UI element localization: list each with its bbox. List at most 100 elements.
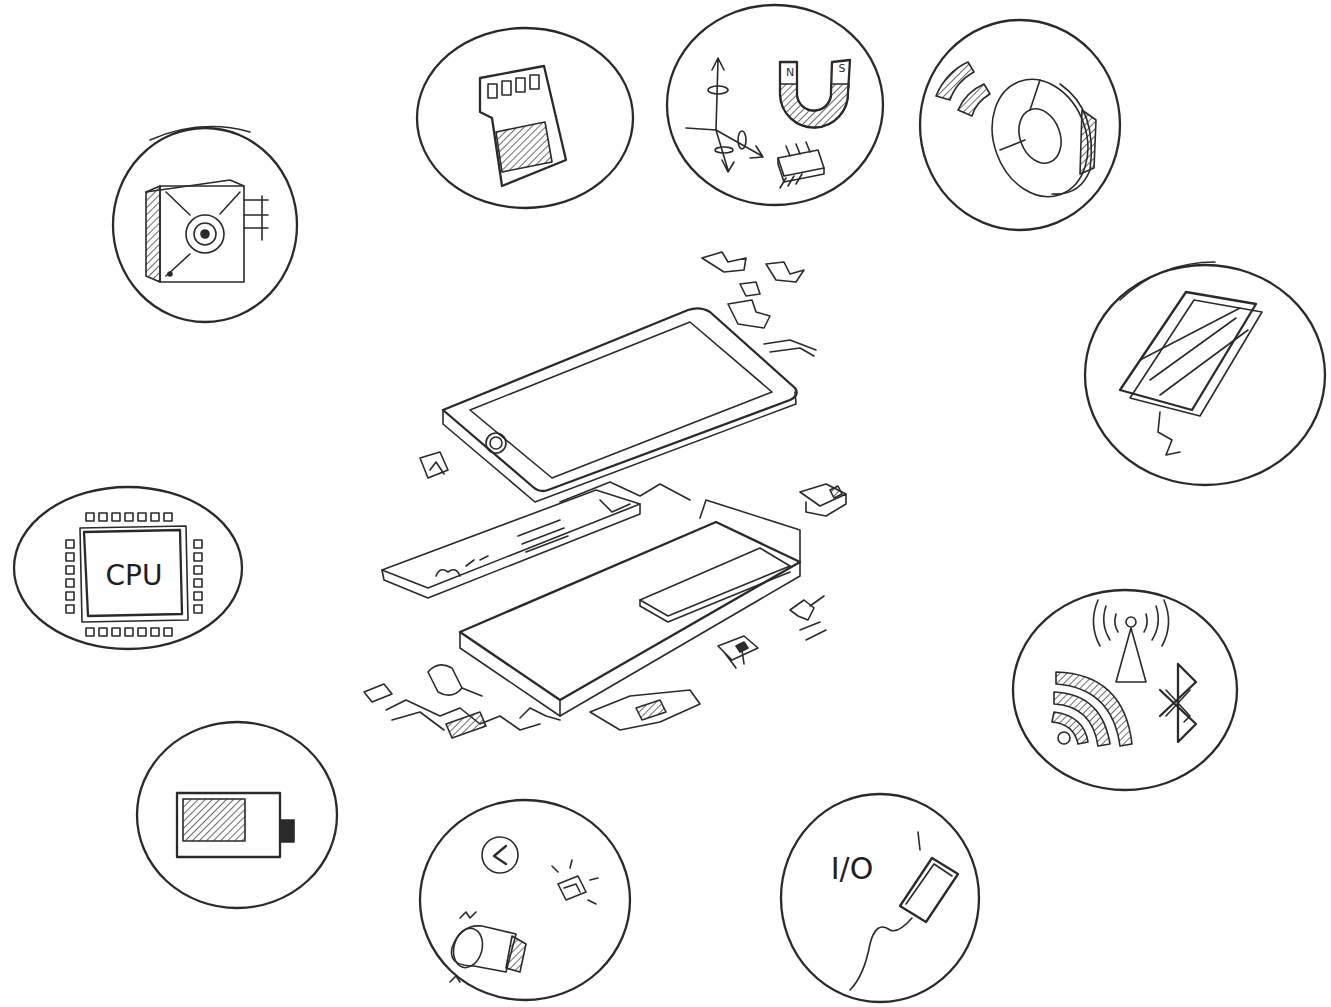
circle-outline <box>780 793 980 1003</box>
cpu-chip-icon <box>80 526 188 622</box>
memory-card-icon <box>502 81 511 95</box>
exploded-phone <box>590 690 700 730</box>
camera-icon <box>201 230 209 238</box>
cpu-chip-icon <box>66 605 74 613</box>
sensor-icon <box>778 150 824 176</box>
camera-icon <box>166 192 240 276</box>
cpu-chip-icon <box>194 579 202 587</box>
exploded-phone <box>518 520 568 552</box>
wireless-icon <box>1052 600 1196 746</box>
camera-icon <box>146 186 160 282</box>
battery-icon <box>177 793 280 857</box>
cpu-chip-icon <box>66 513 202 636</box>
camera-icon <box>186 215 224 253</box>
exploded-phone <box>764 340 816 356</box>
exploded-phone <box>490 437 502 449</box>
exploded-phone <box>736 642 748 652</box>
camera-icon <box>160 186 244 282</box>
speaker-icon <box>1012 103 1069 169</box>
wireless-icon <box>1160 664 1196 742</box>
icon-circles <box>113 128 297 322</box>
pole-mark: S <box>839 62 846 75</box>
cpu-chip-icon <box>138 628 146 636</box>
exploded-phone <box>382 490 640 588</box>
exploded-phone <box>800 484 846 516</box>
sensor-icon <box>716 130 734 172</box>
speaker-icon <box>958 84 990 116</box>
icon-circles <box>1013 590 1237 790</box>
exploded-phone <box>600 500 630 512</box>
speaker-icon <box>1000 80 1040 150</box>
exploded-phone <box>470 322 772 478</box>
exploded-phone <box>559 700 561 716</box>
sensor-icon <box>715 147 733 153</box>
wireless-icon <box>1056 672 1132 746</box>
exploded-phone <box>830 486 842 498</box>
icon-circles <box>920 20 1120 230</box>
exploded-phone <box>560 482 690 502</box>
exploded-phone <box>460 562 800 716</box>
exploded-phone <box>460 522 800 700</box>
exploded-phone <box>702 252 746 272</box>
button-vibration-icon <box>564 884 580 892</box>
wireless-icon <box>1093 600 1168 646</box>
cpu-chip-icon <box>86 628 94 636</box>
camera-icon <box>194 223 216 245</box>
sensor-icon <box>780 84 849 128</box>
exploded-phone <box>436 556 488 576</box>
exploded-phone <box>382 504 640 598</box>
cpu-chip-icon <box>112 628 120 636</box>
display-icon <box>1130 300 1262 416</box>
sensor-icon <box>780 142 810 188</box>
display-icon <box>1140 308 1248 395</box>
cpu-chip-icon <box>99 513 107 521</box>
icon-circles <box>113 5 1325 1000</box>
cpu-chip-icon <box>66 540 74 548</box>
cpu-chip-icon <box>66 566 74 574</box>
wireless-icon <box>1116 628 1146 682</box>
camera-icon <box>244 196 268 240</box>
exploded-phone <box>718 636 758 668</box>
memory-card-icon <box>530 75 539 89</box>
memory-card-icon <box>480 66 566 186</box>
exploded-phone <box>420 452 448 478</box>
icon-circle: I/O <box>780 793 980 1003</box>
cpu-chip-icon <box>151 513 159 521</box>
battery-icon <box>183 799 245 841</box>
cpu-chip-icon <box>164 513 172 521</box>
button-vibration-icon <box>449 837 598 982</box>
icon-caption: CPU <box>106 559 163 592</box>
wireless-icon <box>1126 617 1136 627</box>
circle-outline <box>781 794 979 1002</box>
cpu-chip-icon <box>194 566 202 574</box>
cpu-chip-icon <box>151 628 159 636</box>
button-vibration-icon <box>482 837 518 873</box>
camera-icon <box>146 180 268 282</box>
cpu-chip-icon <box>138 513 146 521</box>
wireless-icon <box>1115 614 1147 632</box>
speaker-icon <box>936 62 1104 210</box>
exploded-phone <box>443 392 796 502</box>
io-icon <box>900 858 958 922</box>
icon-circles <box>137 722 337 908</box>
cpu-chip-icon <box>125 513 133 521</box>
cpu-chip-icon <box>194 553 202 561</box>
cpu-chip-icon <box>194 605 202 613</box>
icon-circles <box>667 5 883 205</box>
icon-circles <box>417 28 633 208</box>
io-icon <box>906 864 952 904</box>
exploded-phone <box>443 308 797 491</box>
exploded-phone <box>462 688 482 696</box>
cpu-chip-icon <box>66 592 74 600</box>
cpu-chip-icon <box>112 513 120 521</box>
memory-card-icon <box>516 78 525 92</box>
memory-card-icon <box>488 84 497 98</box>
sensor-icon <box>780 60 850 128</box>
exploded-phone <box>766 262 804 282</box>
button-vibration-icon <box>450 912 476 982</box>
exploded-phone <box>790 596 826 640</box>
exploded-phone <box>636 700 666 720</box>
wireless-icon <box>1052 712 1088 744</box>
io-icon <box>850 918 912 990</box>
